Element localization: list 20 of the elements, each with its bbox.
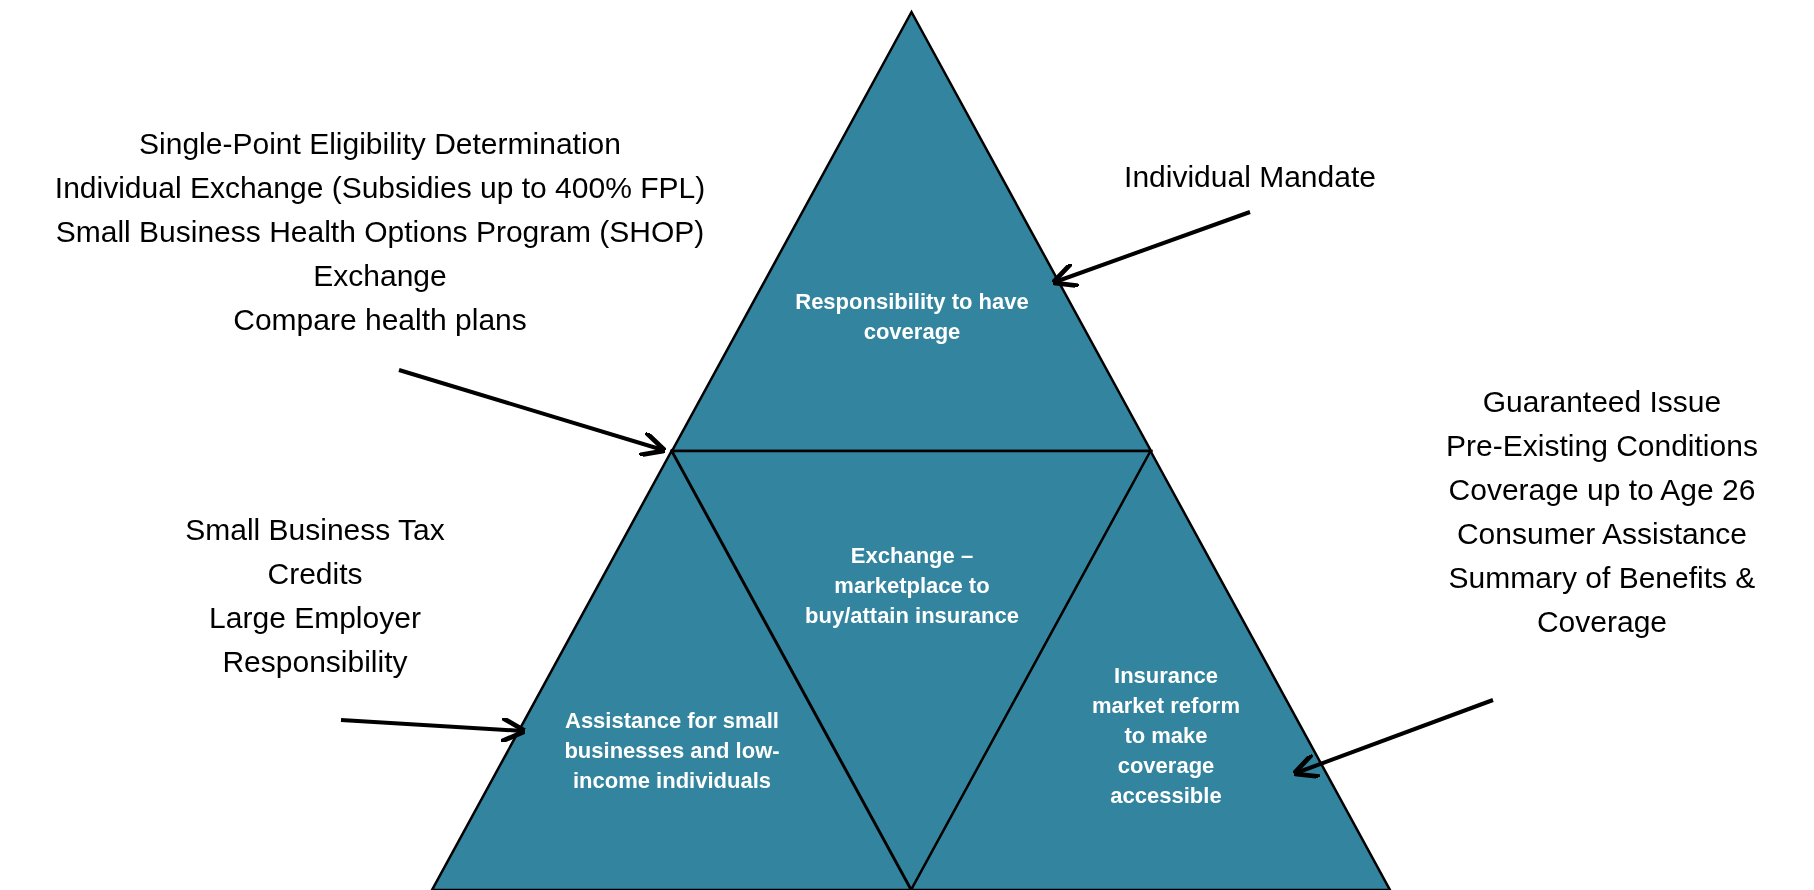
section-label: Assistance for small businesses and low-income individuals [563, 707, 781, 795]
callout-text: Large Employer Responsibility [208, 600, 422, 680]
callout-text: Summary of Benefits & Coverage [1447, 560, 1757, 640]
callout-text: Coverage up to Age 26 [1448, 472, 1756, 508]
section-label: Exchange – marketplace to buy/attain insurance [804, 542, 1020, 630]
arrow [340, 715, 528, 745]
arrow [1050, 210, 1251, 289]
callout-text: Consumer Assistance [1456, 516, 1748, 552]
callout-text: Small Business Tax Credits [184, 512, 446, 592]
section-label: Insurance market reform to make coverage accessible [1091, 662, 1241, 810]
callout-text: Single-Point Eligibility Determination [139, 126, 621, 162]
arrow [398, 368, 668, 458]
callout-text: Compare health plans [233, 302, 527, 338]
section-label: Responsibility to have coverage [794, 288, 1030, 346]
callout-text: Individual Exchange (Subsidies up to 400% FPL) [54, 170, 706, 206]
callout-text: Individual Mandate [1124, 159, 1376, 195]
callout-text: Guaranteed Issue [1482, 384, 1722, 420]
callout-text: Pre-Existing Conditions [1446, 428, 1758, 464]
callout-text: Small Business Health Options Program (SHOP) Exchange [54, 214, 706, 294]
arrow [1291, 698, 1494, 780]
